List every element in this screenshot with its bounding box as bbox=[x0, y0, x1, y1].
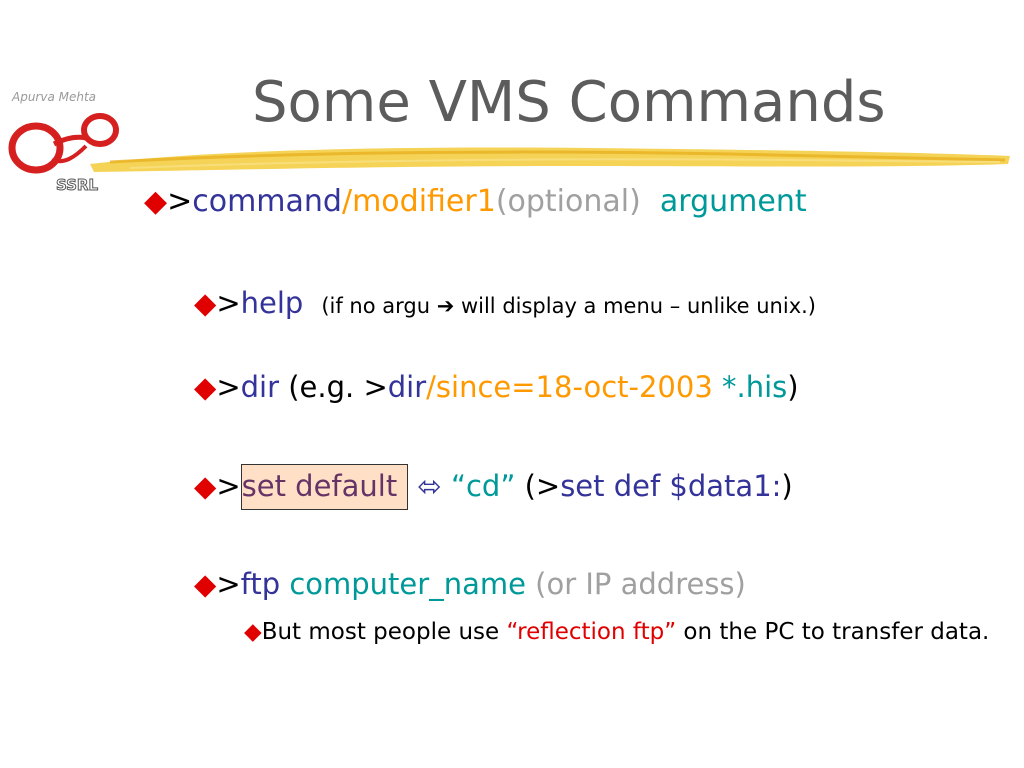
svg-text:SSRL: SSRL bbox=[56, 176, 98, 194]
diamond-bullet-icon: ◆ bbox=[144, 184, 168, 219]
prompt: > bbox=[216, 370, 241, 404]
equivalent-arrow-icon: ⬄ bbox=[408, 469, 451, 503]
help-note: (if no argu ➔ will display a menu – unli… bbox=[321, 294, 816, 318]
ftp-alternative: (or IP address) bbox=[525, 567, 746, 601]
diamond-bullet-icon: ◆ bbox=[194, 469, 217, 503]
bullet-command-syntax: ◆>command/modifier1(optional) argument bbox=[144, 184, 807, 219]
cd-label: “cd” bbox=[450, 469, 516, 503]
prompt: > bbox=[167, 184, 193, 219]
reflection-text-a: But most people use bbox=[261, 619, 507, 645]
prompt: > bbox=[216, 469, 241, 503]
diamond-bullet-icon: ◆ bbox=[194, 286, 217, 320]
syntax-optional: (optional) bbox=[495, 184, 641, 219]
syntax-command: command bbox=[192, 184, 342, 219]
dir-example-modifier: /since=18-oct-2003 bbox=[426, 370, 713, 404]
diamond-bullet-icon: ◆ bbox=[194, 567, 217, 601]
author-label: Apurva Mehta bbox=[12, 90, 97, 104]
diamond-bullet-icon: ◆ bbox=[194, 370, 217, 404]
set-def-example: set def $data1: bbox=[560, 469, 782, 503]
bullet-dir: ◆>dir (e.g. >dir/since=18-oct-2003 *.his… bbox=[194, 370, 799, 404]
set-def-close: ) bbox=[781, 469, 793, 503]
syntax-argument: argument bbox=[659, 184, 807, 219]
bullet-ftp: ◆>ftp computer_name (or IP address) bbox=[194, 567, 746, 601]
bullet-set-default: ◆>set default ⬄ “cd” (>set def $data1:) bbox=[194, 464, 793, 510]
set-def-open: (> bbox=[515, 469, 561, 503]
sub-bullet-reflection-ftp: ◆But most people use “reflection ftp” on… bbox=[244, 615, 1024, 649]
slide-title: Some VMS Commands bbox=[252, 70, 886, 135]
ssrl-logo: SSRL bbox=[8, 113, 119, 195]
ftp-argument: computer_name bbox=[280, 567, 526, 601]
reflection-highlight: “reflection ftp” bbox=[506, 619, 677, 645]
dir-example-close: ) bbox=[787, 370, 799, 404]
set-default-highlight: set default bbox=[240, 464, 409, 510]
ftp-command: ftp bbox=[240, 567, 281, 601]
reflection-text-b: on the PC to transfer data. bbox=[676, 619, 990, 645]
prompt: > bbox=[216, 567, 241, 601]
help-command: help bbox=[240, 286, 304, 320]
syntax-modifier: /modifier1 bbox=[341, 184, 496, 219]
dir-example-argument: *.his bbox=[712, 370, 788, 404]
dir-command: dir bbox=[240, 370, 280, 404]
bullet-help: ◆>help (if no argu ➔ will display a menu … bbox=[194, 286, 816, 320]
prompt: > bbox=[216, 286, 241, 320]
dir-example-command: dir bbox=[387, 370, 427, 404]
dir-example-open: (e.g. > bbox=[279, 370, 388, 404]
diamond-bullet-icon: ◆ bbox=[244, 619, 262, 645]
title-underline-brushstroke bbox=[90, 147, 1010, 172]
